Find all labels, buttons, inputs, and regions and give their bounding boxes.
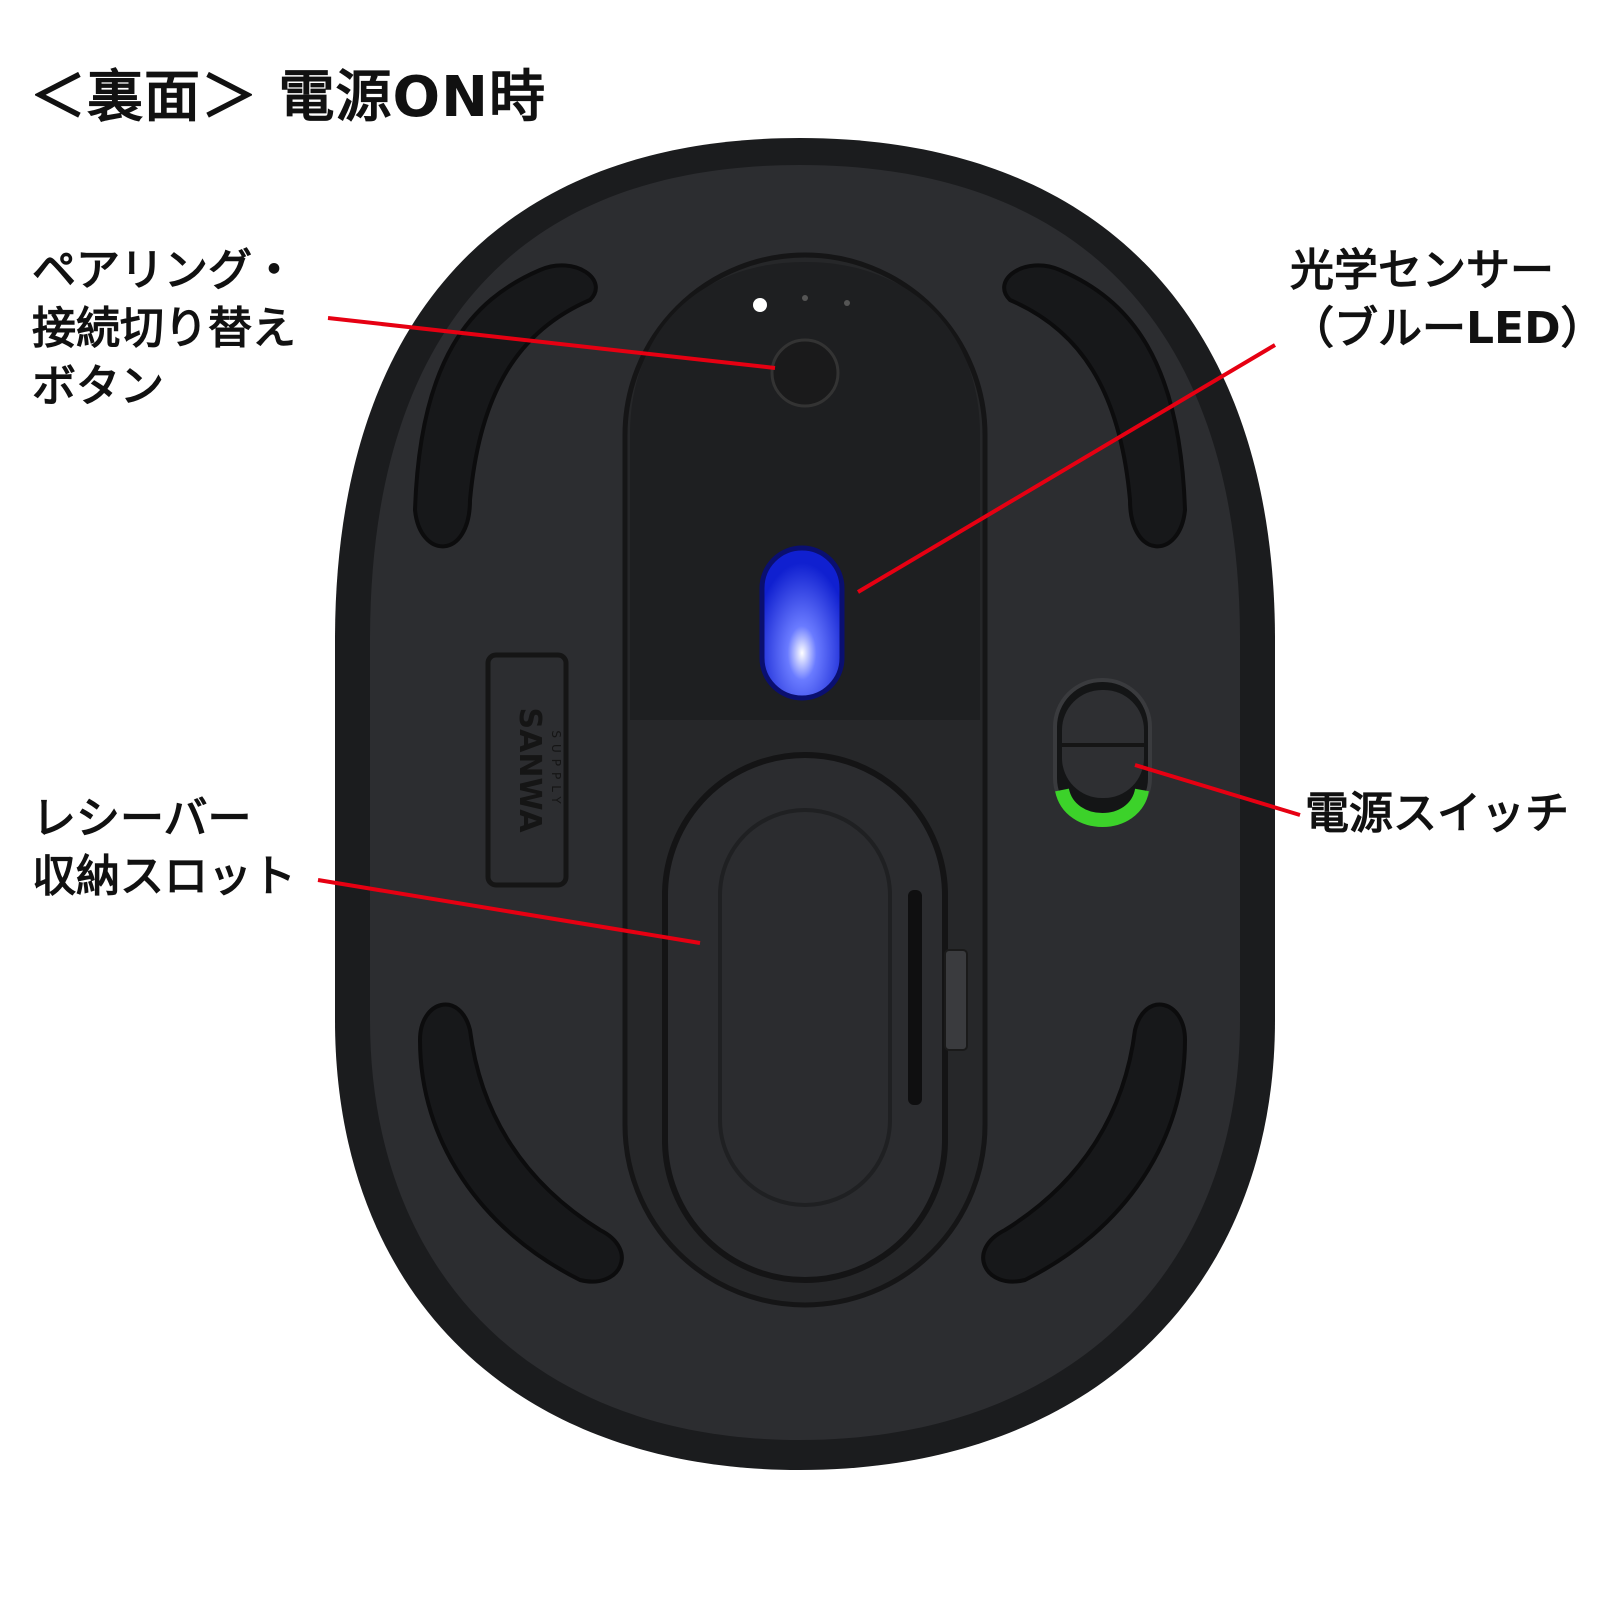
receiver-slot-cover [662,752,948,1283]
svg-text:SANWA: SANWA [512,708,547,834]
sanwa-logo [485,652,569,888]
svg-text:SUPPLY: SUPPLY [549,730,563,809]
optical-sensor-label: 光学センサー （ブルーLED） [1290,245,1600,354]
status-led-icon [753,298,767,312]
optical-sensor-icon [759,545,845,701]
receiver-slot-label: レシーバー 収納スロット [32,793,296,902]
page-title: ＜裏面＞ 電源ON時 [30,65,546,130]
pairing-button[interactable] [770,338,840,408]
power-switch-label: 電源スイッチ [1305,788,1569,839]
mouse-feet [412,263,1188,1284]
callout-lines [317,316,1301,945]
pairing-button-label: ペアリング・ 接続切り替え ボタン [32,245,296,412]
sensor-window [630,262,980,720]
